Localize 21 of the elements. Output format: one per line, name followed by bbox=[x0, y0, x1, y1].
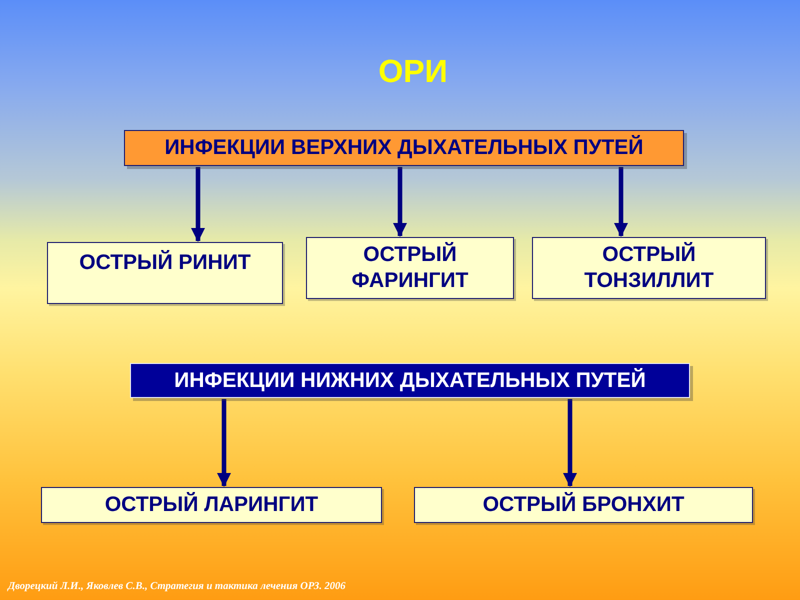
arrow bbox=[614, 167, 628, 237]
box-label: ОСТРЫЙ ЛАРИНГИТ bbox=[104, 492, 318, 518]
arrow bbox=[393, 167, 407, 237]
arrow bbox=[217, 399, 231, 487]
disease-box bbox=[306, 237, 514, 299]
box-label: ИНФЕКЦИИ ВЕРХНИХ ДЫХАТЕЛЬНЫХ ПУТЕЙ bbox=[164, 135, 644, 161]
diagram-title: ОРИ bbox=[377, 52, 449, 90]
disease-box bbox=[532, 237, 766, 299]
box-label: ОСТРЫЙ РИНИТ bbox=[79, 250, 251, 276]
arrow bbox=[563, 399, 577, 487]
disease-box bbox=[47, 242, 283, 304]
box-label: ОСТРЫЙ БРОНХИТ bbox=[482, 492, 684, 518]
disease-box bbox=[414, 487, 753, 523]
box-label: ОСТРЫЙ ТОНЗИЛЛИТ bbox=[583, 242, 715, 294]
category-box bbox=[130, 363, 690, 398]
arrow bbox=[191, 167, 205, 242]
category-box bbox=[124, 130, 684, 166]
box-label: ИНФЕКЦИИ НИЖНИХ ДЫХАТЕЛЬНЫХ ПУТЕЙ bbox=[174, 368, 646, 394]
source-citation: Дворецкий Л.И., Яковлев С.В., Стратегия и тактика лечения ОРЗ. 2006 bbox=[8, 580, 346, 594]
box-label: ОСТРЫЙ ФАРИНГИТ bbox=[350, 242, 470, 294]
disease-box bbox=[41, 487, 382, 523]
